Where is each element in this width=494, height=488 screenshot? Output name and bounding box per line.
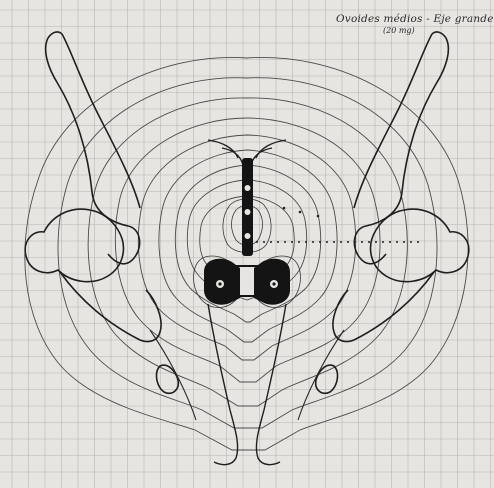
tandem-seed-2: [245, 209, 251, 215]
left-femoral-head: [25, 209, 123, 282]
figure-caption: Ovoides médios - Eje grande: [336, 13, 494, 25]
tandem-seed-3: [245, 233, 251, 239]
tandem-seed-1: [245, 185, 251, 191]
left-iliac-bone: [25, 32, 178, 393]
right-iliac-bone: [316, 32, 469, 393]
ovoid-applicator: [204, 259, 290, 305]
left-obturator: [157, 365, 179, 393]
intrauterine-applicator: [242, 158, 253, 256]
figure-caption-dose: (20 mg): [383, 26, 415, 35]
vaginal-outline: [208, 304, 286, 465]
right-obturator: [316, 365, 338, 393]
right-femoral-head: [371, 209, 469, 282]
tandem-rod: [242, 158, 253, 256]
pubic-arch: [150, 330, 344, 420]
